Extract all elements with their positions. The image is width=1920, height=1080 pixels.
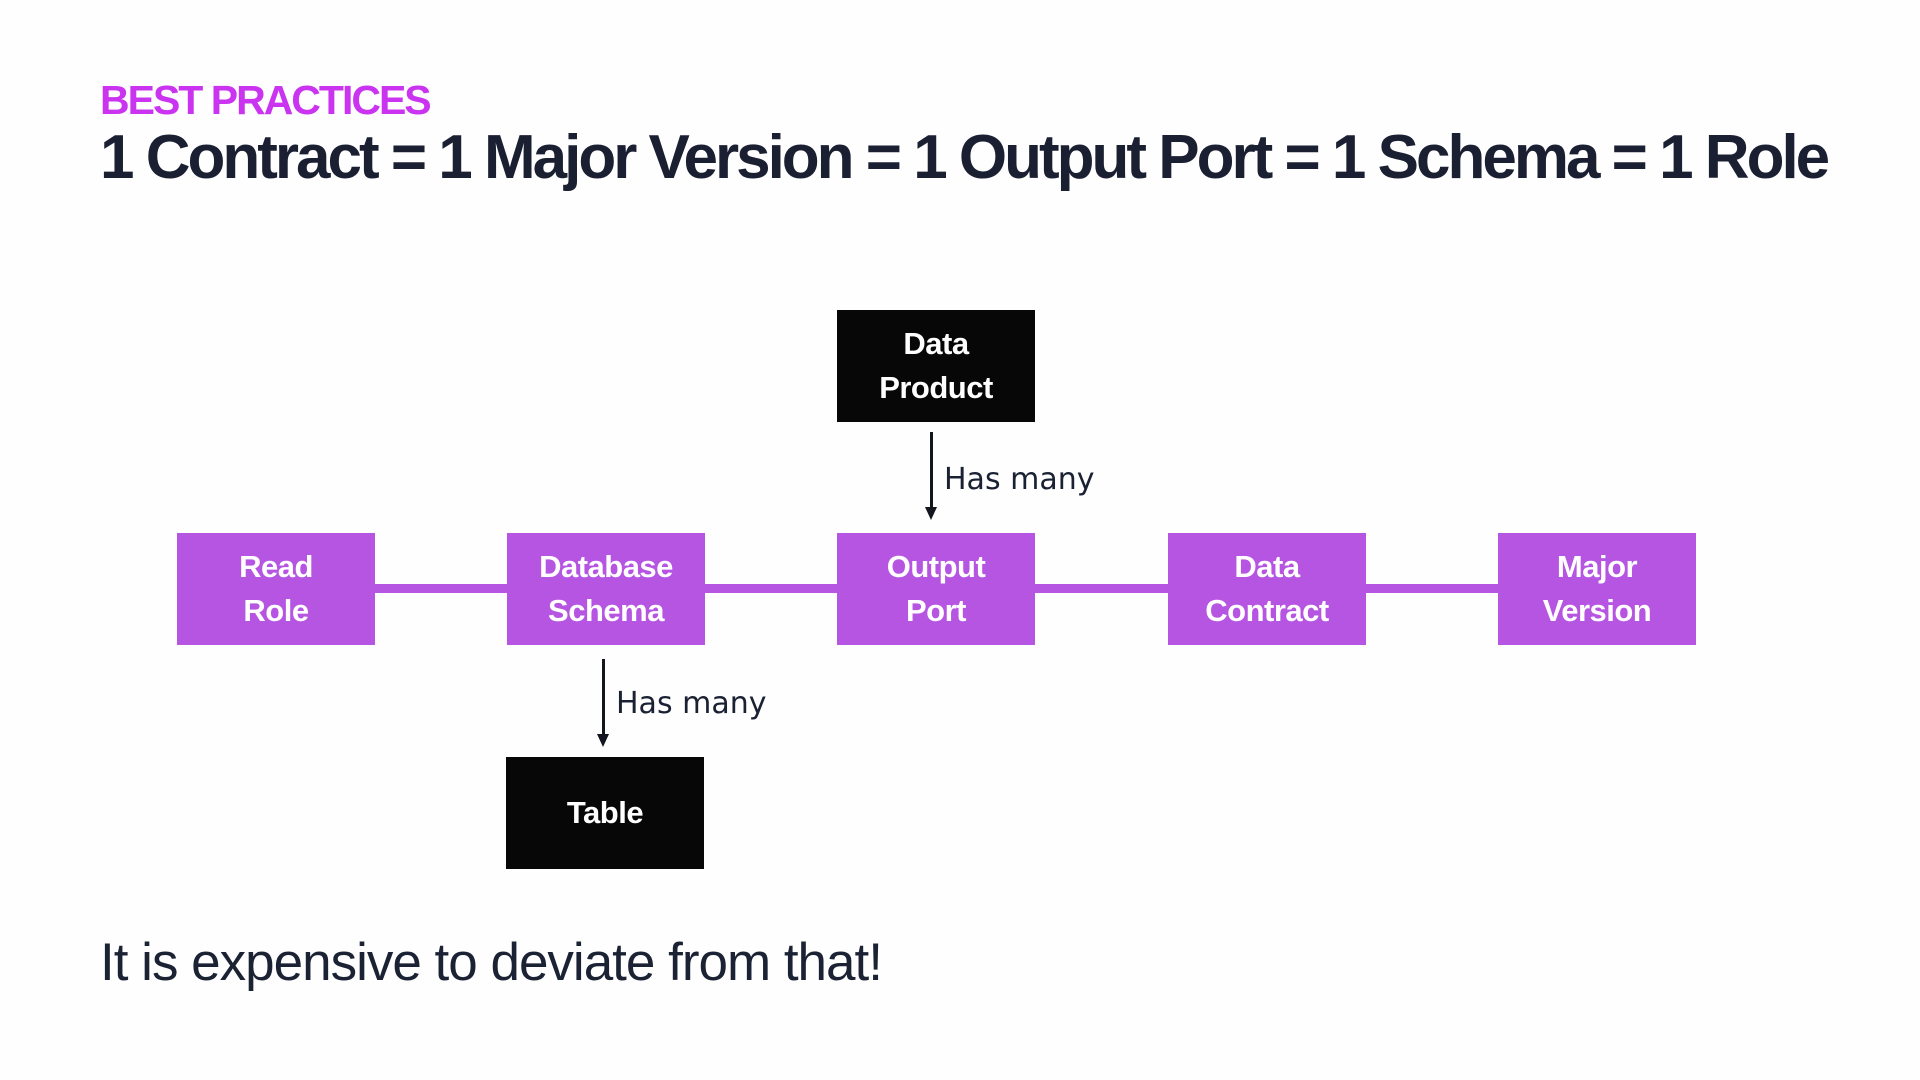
arrow-shaft-data-product-to-output-port	[930, 432, 933, 508]
node-data-contract: Data Contract	[1168, 533, 1366, 645]
arrow-head-database-schema-to-table	[597, 734, 609, 747]
node-label-line: Version	[1542, 593, 1652, 628]
page-title: 1 Contract = 1 Major Version = 1 Output …	[100, 123, 1830, 192]
node-label-line: Contract	[1205, 593, 1329, 628]
footnote-text: It is expensive to deviate from that!	[100, 933, 883, 992]
node-label-line: Role	[243, 593, 309, 628]
arrow-shaft-database-schema-to-table	[602, 659, 605, 735]
node-label-line: Product	[879, 370, 993, 405]
node-label-line: Database	[539, 549, 673, 584]
node-read-role: Read Role	[177, 533, 375, 645]
node-label-line: Table	[566, 795, 644, 830]
node-label-line: Read	[239, 549, 313, 584]
node-label-line: Data	[1234, 549, 1300, 584]
node-output-port: Output Port	[837, 533, 1035, 645]
node-data-product: Data Product	[837, 310, 1035, 422]
node-database-schema: Database Schema	[507, 533, 705, 645]
node-label-line: Output	[886, 549, 986, 584]
node-table: Table	[506, 757, 704, 869]
arrow-head-data-product-to-output-port	[925, 507, 937, 520]
node-label-line: Major	[1556, 549, 1638, 584]
eyebrow-label: BEST PRACTICES	[100, 77, 432, 123]
node-major-version: Major Version	[1498, 533, 1696, 645]
node-label-line: Schema	[548, 593, 664, 628]
edge-label-has-many-bottom: Has many	[616, 686, 767, 721]
node-label-line: Data	[903, 326, 969, 361]
node-label-line: Port	[906, 593, 967, 628]
edge-label-has-many-top: Has many	[944, 462, 1095, 497]
